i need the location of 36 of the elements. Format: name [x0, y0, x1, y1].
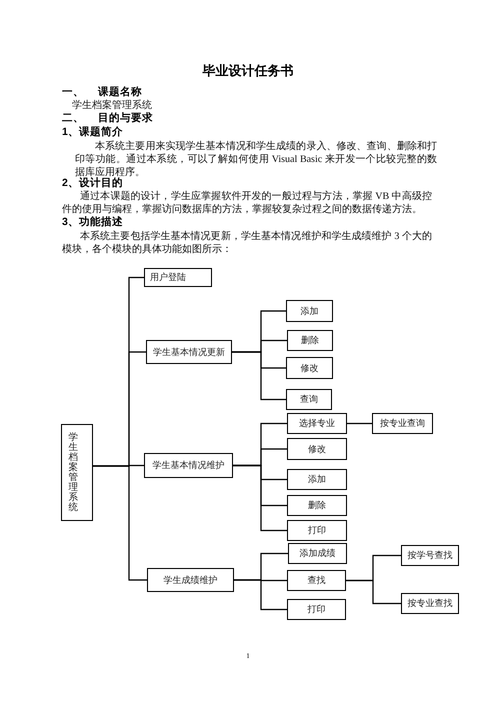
connector-line [234, 579, 287, 610]
function-box: 打印 [287, 599, 346, 620]
function-box: 查找 [287, 570, 346, 591]
connector-line [93, 465, 147, 581]
section-heading: 二、 目的与要求 [62, 112, 153, 124]
module-box: 学生成绩维护 [147, 568, 234, 592]
connector-line [233, 464, 287, 532]
module-box: 用户登陆 [144, 268, 212, 287]
function-box: 删除 [287, 495, 347, 516]
subsection-heading: 2、设计目的 [62, 176, 123, 190]
root-box: 学生档案管理系统 [61, 424, 93, 521]
connector-line [347, 422, 372, 424]
subsection-heading: 3、功能描述 [62, 216, 123, 228]
function-box: 修改 [287, 438, 347, 460]
function-box: 查询 [286, 389, 332, 410]
paragraph: 本系统主要用来实现学生基本情况和学生成绩的录入、修改、查询、删除和打印等功能。通过本系统，可以了解如何使用 Visual Basic 来开发一个比较完整的数据库应用程序。 [75, 140, 437, 178]
function-box: 修改 [286, 357, 333, 379]
function-box: 按专业查找 [401, 593, 459, 614]
function-box: 添加 [287, 469, 347, 490]
page-title: 毕业设计任务书 [202, 63, 294, 78]
subsection-heading: 1、课题简介 [62, 126, 123, 138]
function-box: 打印 [287, 520, 347, 541]
function-box: 删除 [287, 330, 333, 351]
function-box: 按学号查找 [401, 545, 459, 566]
section-heading: 一、 课题名称 [62, 86, 142, 98]
module-box: 学生基本情况维护 [144, 453, 233, 478]
connector-line [346, 580, 401, 604]
function-box: 按专业查询 [372, 413, 433, 434]
paragraph: 本系统主要包括学生基本情况更新，学生基本情况维护和学生成绩维护 3 个大的模块，各个模块的具体功能如图所示： [62, 230, 432, 256]
function-box: 添加成绩 [288, 543, 347, 564]
topic-text: 学生档案管理系统 [72, 98, 152, 112]
paragraph: 通过本课题的设计，学生应掌握软件开发的一般过程与方法，掌握 VB 中高级控件的使用与编程，掌握访问数据库的方法，掌握较复杂过程之间的数据传递方法。 [62, 190, 432, 216]
connector-line [232, 351, 286, 400]
module-box: 学生基本情况更新 [146, 340, 232, 364]
function-box: 选择专业 [287, 413, 347, 434]
function-box: 添加 [286, 300, 333, 322]
